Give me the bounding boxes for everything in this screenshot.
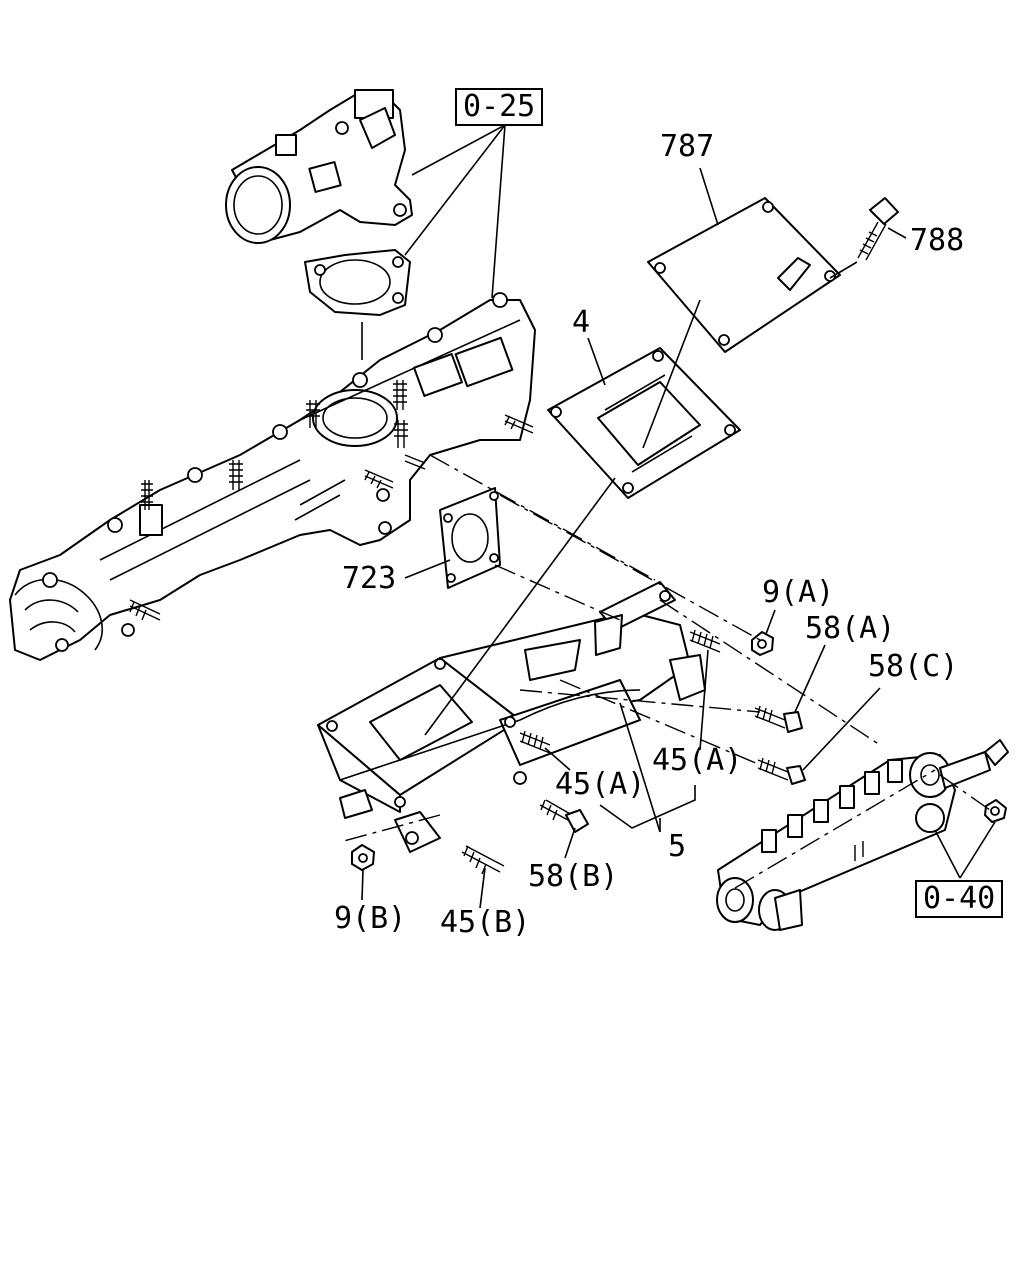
nut-9b [351,844,375,871]
gasket-723 [439,487,501,589]
gasket-4 [547,347,741,499]
throttle-gasket [304,249,411,316]
ref-label-0-40: 0-40 [915,880,1004,918]
leader-lines [361,124,996,909]
callout-9b: 9(B) [334,901,407,936]
lower-plenum-5 [317,581,706,853]
assembly-lines [339,454,991,843]
nut-0-40 [984,799,1007,823]
callout-58a: 58(A) [805,611,896,646]
nut-9a [751,631,774,656]
intake-manifold [9,292,536,661]
callout-4: 4 [572,305,591,340]
callout-58b: 58(B) [528,859,619,894]
throttle-body [225,89,413,244]
bolt-788 [857,197,899,261]
bolt-58a [754,705,803,733]
callout-58c: 58(C) [868,649,959,684]
fuel-rail [716,739,1009,931]
callout-5: 5 [668,829,687,864]
callout-723: 723 [342,561,397,596]
callout-45a-left: 45(A) [555,767,646,802]
bolt-58b [539,799,589,833]
callout-787: 787 [660,129,715,164]
callout-9a: 9(A) [762,575,835,610]
ref-label-0-25: 0-25 [455,88,544,126]
cover-787 [647,197,841,353]
bolt-58c [757,757,806,785]
stud-45a-right [689,629,721,653]
stud-45b [461,845,505,875]
callout-788: 788 [910,223,965,258]
stud-45a-left [519,730,551,754]
callout-45a-right: 45(A) [652,743,743,778]
callout-45b: 45(B) [440,905,531,940]
